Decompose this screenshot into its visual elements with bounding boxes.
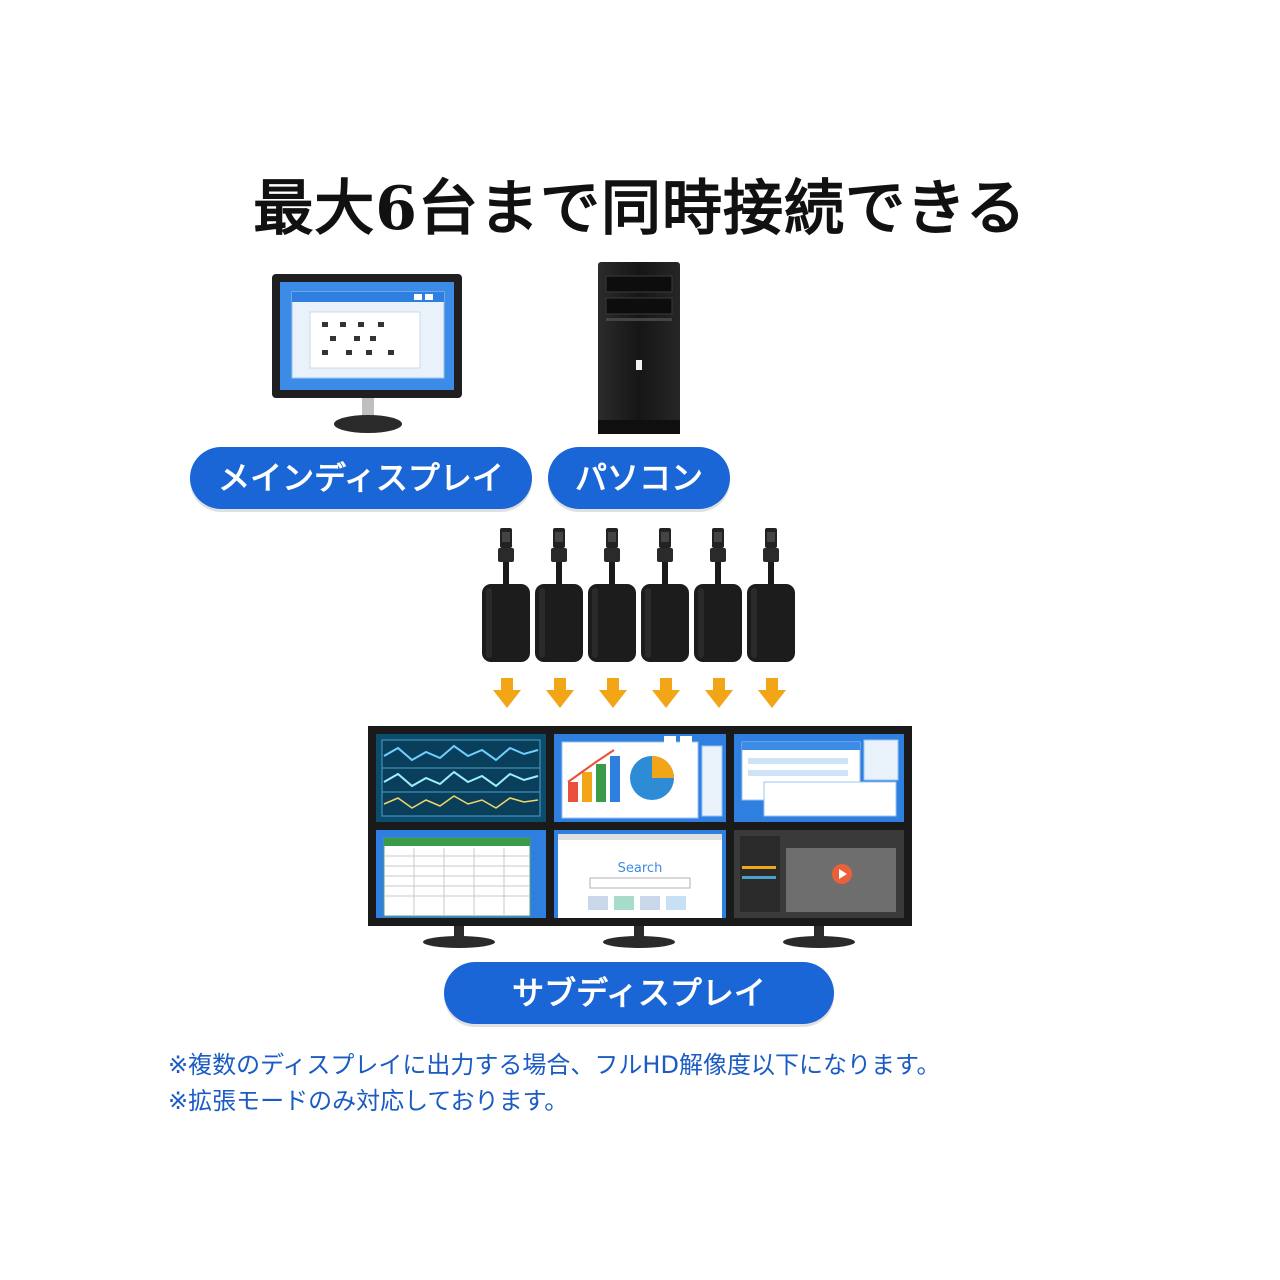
screen-search: Search: [554, 830, 726, 918]
screen-windows: [734, 734, 904, 822]
screen-video: [734, 830, 904, 918]
hdmi-dongle-row: [480, 526, 800, 666]
main-monitor-icon: [272, 274, 462, 433]
main-display-label: メインディスプレイ: [190, 447, 532, 509]
pc-label: パソコン: [548, 447, 730, 509]
screen-chart-lines: [376, 734, 546, 822]
pc-tower-icon: [598, 262, 680, 434]
sub-display-label: サブディスプレイ: [444, 962, 834, 1024]
screen-spreadsheet: [376, 830, 546, 918]
multi-monitor-icon: Search: [368, 726, 912, 948]
note-extend-mode: ※拡張モードのみ対応しております。: [168, 1087, 569, 1115]
screen-presentation: [554, 734, 726, 822]
arrow-down-row: [493, 678, 786, 708]
search-text: Search: [618, 861, 663, 876]
note-resolution: ※複数のディスプレイに出力する場合、フルHD解像度以下になります。: [168, 1051, 941, 1079]
page-title: 最大6台まで同時接続できる: [253, 174, 1027, 244]
